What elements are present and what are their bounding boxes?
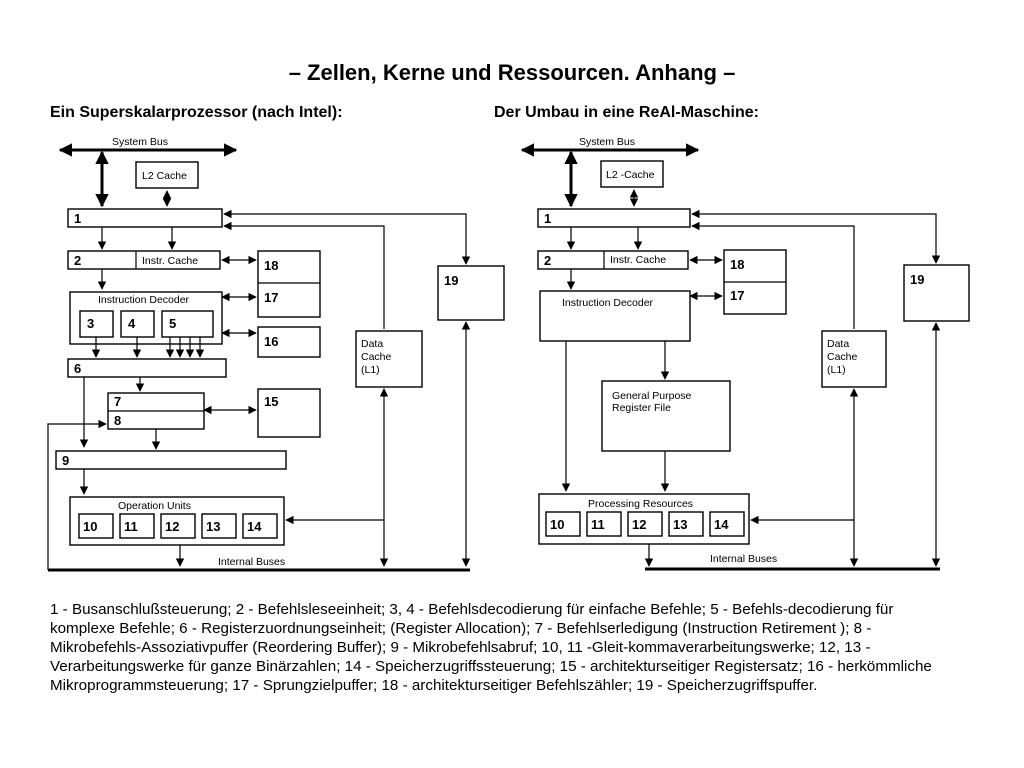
right-box-17-label: 17 [730, 288, 744, 303]
left-box-1-label: 1 [74, 211, 81, 226]
left-box-6-label: 6 [74, 361, 81, 376]
left-unit-box-12 [160, 513, 196, 539]
right-data-cache-line-3: (L1) [827, 364, 846, 376]
left-box-6 [67, 358, 227, 378]
right-diagram-heading: Der Umbau in eine ReAl-Maschine: [494, 104, 759, 121]
right-unit-box-12 [627, 511, 663, 537]
left-system-bus-label: System Bus [112, 136, 168, 148]
right-unit-label-14: 14 [714, 517, 729, 532]
right-unit-box-13 [668, 511, 704, 537]
right-instruction-decoder [539, 290, 691, 342]
right-l2-cache-label: L2 -Cache [606, 169, 655, 181]
right-unit-label-10: 10 [550, 517, 564, 532]
left-data-cache [355, 330, 423, 388]
right-unit-box-14 [709, 511, 745, 537]
left-data-cache-line-2: Cache [361, 351, 392, 363]
right-box-18-label: 18 [730, 257, 744, 272]
left-box-7-label: 7 [114, 394, 121, 409]
left-box-16-label: 16 [264, 334, 278, 349]
right-box-2 [537, 250, 689, 270]
left-unit-label-11: 11 [124, 519, 138, 534]
left-box-5-label: 5 [169, 316, 176, 331]
left-box-15-label: 15 [264, 394, 278, 409]
left-unit-label-14: 14 [247, 519, 262, 534]
left-unit-box-13 [201, 513, 237, 539]
right-instr-cache-label: Instr. Cache [610, 254, 666, 266]
left-box-2 [67, 250, 221, 270]
right-gp-register-file-line-2: Register File [612, 402, 671, 414]
right-box-1 [537, 208, 691, 228]
left-diagram: System Bus L2 Cache 1 2 Instr. Cache 18 … [47, 136, 505, 572]
right-system-bus-label: System Bus [579, 136, 635, 148]
left-box-2-label: 2 [74, 253, 81, 268]
left-box-19-label: 19 [444, 273, 458, 288]
left-box-19 [437, 265, 505, 321]
left-instr-cache-label: Instr. Cache [142, 255, 198, 267]
left-box-16 [257, 326, 321, 358]
left-box-9 [55, 450, 287, 470]
left-l2-cache-box [135, 161, 199, 189]
right-data-cache-line-2: Cache [827, 351, 858, 363]
left-box-4 [120, 310, 155, 338]
left-unit-label-12: 12 [165, 519, 179, 534]
right-internal-buses-label: Internal Buses [710, 553, 777, 565]
right-instruction-decoder-label: Instruction Decoder [562, 297, 654, 309]
right-unit-box-10 [545, 511, 581, 537]
left-internal-buses-label: Internal Buses [218, 556, 285, 568]
left-box-1 [67, 208, 223, 228]
page-title: – Zellen, Kerne und Ressourcen. Anhang – [288, 60, 736, 85]
right-unit-label-13: 13 [673, 517, 687, 532]
right-data-cache-line-1: Data [827, 338, 849, 350]
right-unit-label-12: 12 [632, 517, 646, 532]
left-unit-box-14 [242, 513, 278, 539]
right-data-cache [821, 330, 887, 388]
left-box-17-label: 17 [264, 290, 278, 305]
right-diagram: System Bus L2 -Cache 1 2 Instr. Cache 18… [520, 136, 970, 571]
left-box-15 [257, 388, 321, 438]
right-box-19-label: 19 [910, 272, 924, 287]
left-instruction-decoder-label: Instruction Decoder [98, 294, 190, 306]
right-gp-register-file-line-1: General Purpose [612, 390, 692, 402]
legend-text: 1 - Busanschlußsteuerung; 2 - Befehlsles… [50, 601, 932, 694]
left-box-18-label: 18 [264, 258, 278, 273]
left-box-8-label: 8 [114, 413, 121, 428]
right-box-1-label: 1 [544, 211, 551, 226]
right-unit-label-11: 11 [591, 517, 605, 532]
right-gp-register-file [601, 380, 731, 452]
left-data-cache-line-1: Data [361, 338, 383, 350]
right-processing-resources-label: Processing Resources [588, 498, 693, 510]
left-data-cache-line-3: (L1) [361, 364, 380, 376]
right-l2-cache-box [600, 160, 664, 188]
right-unit-box-11 [586, 511, 622, 537]
right-box-2-label: 2 [544, 253, 551, 268]
left-box-3-label: 3 [87, 316, 94, 331]
left-diagram-heading: Ein Superskalarprozessor (nach Intel): [50, 104, 343, 121]
left-box-3 [79, 310, 114, 338]
left-box-4-label: 4 [128, 316, 136, 331]
right-box-19 [903, 264, 970, 322]
left-operation-units-label: Operation Units [118, 500, 191, 512]
left-unit-box-10 [78, 513, 114, 539]
left-unit-label-10: 10 [83, 519, 97, 534]
left-box-9-label: 9 [62, 453, 69, 468]
left-unit-box-11 [119, 513, 155, 539]
left-unit-label-13: 13 [206, 519, 220, 534]
left-box-5 [161, 310, 214, 338]
left-l2-cache-label: L2 Cache [142, 170, 187, 182]
